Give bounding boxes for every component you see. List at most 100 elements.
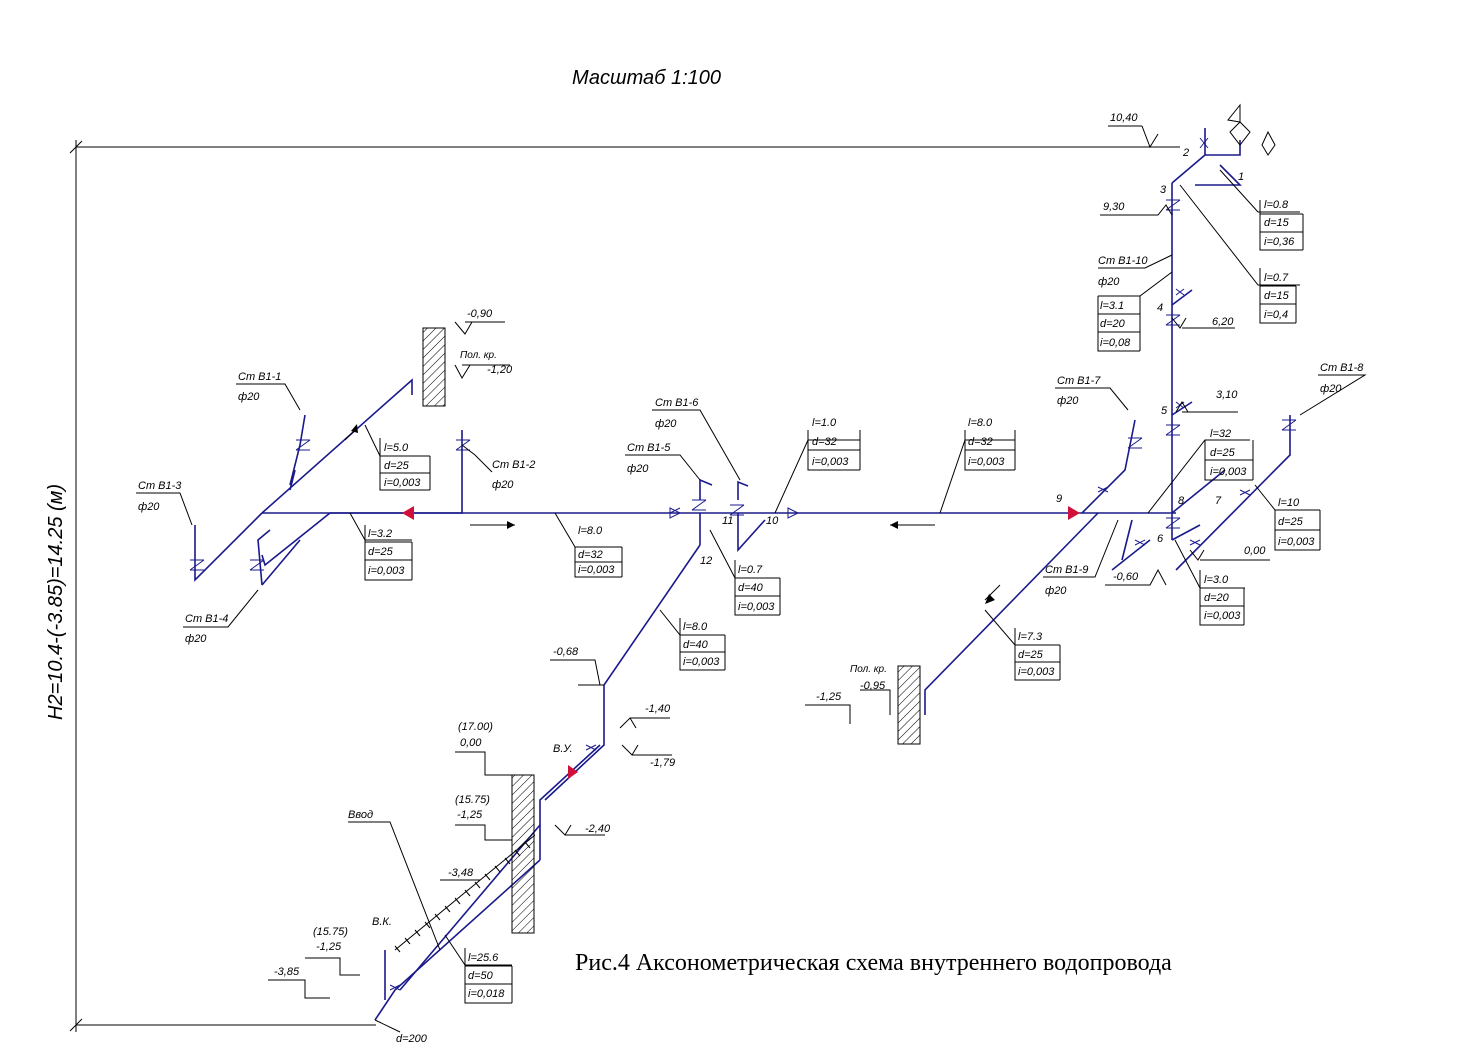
svg-text:d=50: d=50 xyxy=(468,970,494,982)
svg-text:d=25: d=25 xyxy=(1278,516,1304,528)
svg-text:Ст В1-9: Ст В1-9 xyxy=(1045,564,1088,576)
svg-text:l=7.3: l=7.3 xyxy=(1018,631,1043,643)
svg-text:d=32: d=32 xyxy=(812,436,837,448)
elevation-text: 10,40 xyxy=(1110,112,1138,124)
svg-text:-1,79: -1,79 xyxy=(650,757,675,769)
svg-text:l=8.0: l=8.0 xyxy=(578,525,603,537)
svg-text:6,20: 6,20 xyxy=(1212,316,1234,328)
svg-text:d=25: d=25 xyxy=(368,546,394,558)
svg-text:i=0,003: i=0,003 xyxy=(1018,666,1055,678)
svg-text:(17.00): (17.00) xyxy=(458,721,493,733)
svg-text:Ст В1-7: Ст В1-7 xyxy=(1057,375,1101,387)
svg-text:-0,90: -0,90 xyxy=(467,308,493,320)
svg-text:-2,40: -2,40 xyxy=(585,823,611,835)
svg-text:-3,85: -3,85 xyxy=(274,966,300,978)
svg-text:ф20: ф20 xyxy=(238,391,260,403)
svg-text:l=10: l=10 xyxy=(1278,497,1300,509)
svg-text:l=0.7: l=0.7 xyxy=(738,564,763,576)
valves xyxy=(189,137,1297,991)
svg-text:-1,25: -1,25 xyxy=(316,941,342,953)
svg-text:Ст В1-8: Ст В1-8 xyxy=(1320,362,1364,374)
svg-text:l=3.2: l=3.2 xyxy=(368,528,392,540)
svg-text:-3,48: -3,48 xyxy=(448,867,474,879)
svg-text:0,00: 0,00 xyxy=(460,737,482,749)
svg-text:i=0,003: i=0,003 xyxy=(1204,610,1241,622)
svg-text:6: 6 xyxy=(1157,533,1164,545)
svg-text:-0,60: -0,60 xyxy=(1113,571,1139,583)
vvod-leader xyxy=(348,821,441,1033)
svg-text:l=1.0: l=1.0 xyxy=(812,417,837,429)
svg-text:l=5.0: l=5.0 xyxy=(384,442,409,454)
misc-labels: Пол. кр. Пол. кр. В.У. В.К. Ввод d=200 xyxy=(348,350,887,1045)
pump-markers xyxy=(402,506,1080,779)
svg-text:ф20: ф20 xyxy=(492,479,514,491)
wall-hatch-left xyxy=(422,327,446,407)
svg-text:Ст В1-4: Ст В1-4 xyxy=(185,613,228,625)
svg-text:d=25: d=25 xyxy=(384,460,410,472)
svg-text:8: 8 xyxy=(1178,495,1185,507)
svg-text:Ст В1-3: Ст В1-3 xyxy=(138,480,182,492)
svg-text:i=0,4: i=0,4 xyxy=(1264,309,1288,321)
svg-text:ф20: ф20 xyxy=(1098,276,1120,288)
svg-text:3: 3 xyxy=(1160,184,1167,196)
svg-text:ф20: ф20 xyxy=(1045,585,1067,597)
caption: Рис.4 Аксонометрическая схема внутреннег… xyxy=(575,950,1172,976)
svg-text:i=0,003: i=0,003 xyxy=(1278,536,1315,548)
svg-text:Ст В1-5: Ст В1-5 xyxy=(627,442,671,454)
svg-text:7: 7 xyxy=(1215,495,1222,507)
segment-tables xyxy=(349,169,1321,1004)
svg-text:i=0,003: i=0,003 xyxy=(384,477,421,489)
elevation-marks xyxy=(268,204,1270,999)
scale-label: Масштаб 1:100 xyxy=(572,67,721,89)
fixtures-top xyxy=(1227,103,1276,156)
svg-text:d=40: d=40 xyxy=(738,582,764,594)
pipe-network xyxy=(194,128,1291,1021)
height-label: H2=10.4-(-3.85)=14.25 (м) xyxy=(45,484,67,720)
svg-text:5: 5 xyxy=(1161,405,1168,417)
svg-text:-1,25: -1,25 xyxy=(457,809,483,821)
svg-text:i=0,003: i=0,003 xyxy=(1210,466,1247,478)
svg-text:ф20: ф20 xyxy=(185,633,207,645)
svg-text:d=20: d=20 xyxy=(1100,318,1126,330)
flow-arrows xyxy=(344,424,1001,604)
svg-text:i=0,08: i=0,08 xyxy=(1100,337,1131,349)
svg-text:l=3.0: l=3.0 xyxy=(1204,574,1229,586)
svg-text:d=32: d=32 xyxy=(968,436,993,448)
svg-text:(15.75): (15.75) xyxy=(455,794,490,806)
svg-text:l=32: l=32 xyxy=(1210,428,1231,440)
svg-text:d=15: d=15 xyxy=(1264,217,1290,229)
svg-text:ф20: ф20 xyxy=(655,418,677,430)
svg-text:Ст В1-6: Ст В1-6 xyxy=(655,397,699,409)
svg-text:-1,40: -1,40 xyxy=(645,703,671,715)
svg-text:d=15: d=15 xyxy=(1264,290,1290,302)
svg-text:В.У.: В.У. xyxy=(553,743,573,755)
svg-text:9: 9 xyxy=(1056,493,1062,505)
svg-text:12: 12 xyxy=(700,555,712,567)
svg-text:-1,25: -1,25 xyxy=(816,691,842,703)
svg-text:d=20: d=20 xyxy=(1204,592,1230,604)
svg-text:-0,68: -0,68 xyxy=(553,646,579,658)
svg-text:2: 2 xyxy=(1182,147,1189,159)
riser-labels: Ст В1-1 ф20 Ст В1-2 ф20 Ст В1-3 ф20 Ст В… xyxy=(138,255,1364,645)
elevation-texts: 9,30 6,20 3,10 0,00 -0,60 -0,90 -1,20 -0… xyxy=(274,201,1266,978)
riser-leaders xyxy=(136,254,1367,628)
svg-text:ф20: ф20 xyxy=(1057,395,1079,407)
svg-text:i=0,003: i=0,003 xyxy=(812,456,849,468)
svg-text:-0,95: -0,95 xyxy=(860,680,886,692)
svg-text:3,10: 3,10 xyxy=(1216,389,1238,401)
node-numbers: 1 2 3 4 5 6 7 8 9 10 11 12 xyxy=(700,147,1244,567)
svg-text:l=8.0: l=8.0 xyxy=(968,417,993,429)
svg-text:ф20: ф20 xyxy=(1320,383,1342,395)
svg-text:i=0,003: i=0,003 xyxy=(683,656,720,668)
svg-text:l=3.1: l=3.1 xyxy=(1100,300,1124,312)
svg-text:d=25: d=25 xyxy=(1018,649,1044,661)
svg-text:0,00: 0,00 xyxy=(1244,545,1266,557)
svg-text:1: 1 xyxy=(1238,171,1244,183)
svg-text:l=8.0: l=8.0 xyxy=(683,621,708,633)
svg-text:i=0,018: i=0,018 xyxy=(468,988,505,1000)
svg-text:(15.75): (15.75) xyxy=(313,926,348,938)
svg-text:d=32: d=32 xyxy=(578,549,603,561)
dimension-frame xyxy=(69,140,1180,1032)
ground-line xyxy=(394,834,536,953)
